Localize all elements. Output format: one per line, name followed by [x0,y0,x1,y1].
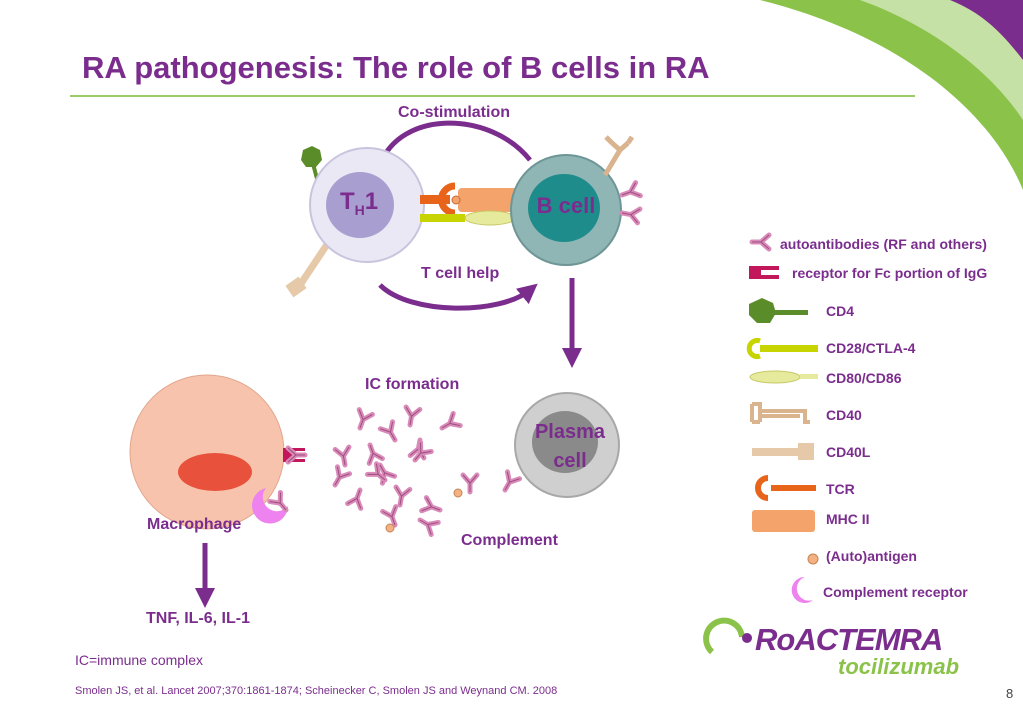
title-divider [70,95,915,97]
tcr-mhc-interaction [420,182,518,217]
th1-cell [285,146,425,298]
legend-label-cd4: CD4 [826,303,855,319]
autoantibody-icon [752,235,769,249]
cytokines-label: TNF, IL-6, IL-1 [146,610,250,627]
mhc-ii-icon [752,510,815,532]
plasma-cell [514,392,620,498]
cd40l-icon [752,443,814,460]
reference-citation: Smolen JS, et al. Lancet 2007;370:1861-1… [75,685,558,697]
complement-receptor-icon [791,576,813,603]
fc-receptor-icon [749,266,779,279]
legend-label-autoantigen: (Auto)antigen [826,548,917,564]
b-cell-label: B cell [536,193,596,218]
corner-swoosh-decoration [760,0,1023,190]
legend-label-autoantibodies: autoantibodies (RF and others) [780,236,987,252]
footnote: IC=immune complex [75,652,203,668]
roactemra-logo-emblem [703,617,752,655]
legend-label-cd80-cd86: CD80/CD86 [826,370,902,386]
cd40-icon [750,402,810,424]
legend-label-complement-receptor: Complement receptor [823,584,968,600]
legend-label-cd28-ctla4: CD28/CTLA-4 [826,340,916,356]
macrophage-cell [129,374,305,530]
co-stimulation-label: Co-stimulation [398,104,510,121]
cd28-ctla4-icon [746,338,818,359]
legend-label-tcr: TCR [826,481,855,497]
ic-formation-label: IC formation [365,376,460,393]
brand-generic-name: tocilizumab [838,654,960,679]
t-cell-help-label: T cell help [421,265,500,282]
legend-label-fc-receptor: receptor for Fc portion of IgG [792,265,988,281]
tcr-icon [755,475,816,501]
cd4-icon [749,298,808,323]
th1-label: TH1 [340,188,379,218]
autoantigen-icon [807,553,819,565]
b-cell [510,135,640,266]
macrophage-label: Macrophage [147,516,242,533]
complement-label: Complement [461,532,558,549]
legend-label-cd40l: CD40L [826,444,871,460]
cd28-cd80-interaction [420,210,516,226]
brand-name: RoACTEMRA [755,622,943,657]
page-number: 8 [1006,686,1014,701]
legend-label-mhc-ii: MHC II [826,511,870,527]
cd80-cd86-icon [749,370,818,384]
co-stimulation-arrow [374,120,532,175]
plasma-cell-label: Plasma cell [534,421,606,472]
page-title: RA pathogenesis: The role of B cells in … [82,50,710,85]
immune-complexes [329,407,520,535]
legend-label-cd40: CD40 [826,407,862,423]
t-cell-help-arrow [378,283,538,311]
legend-icons [746,235,819,603]
